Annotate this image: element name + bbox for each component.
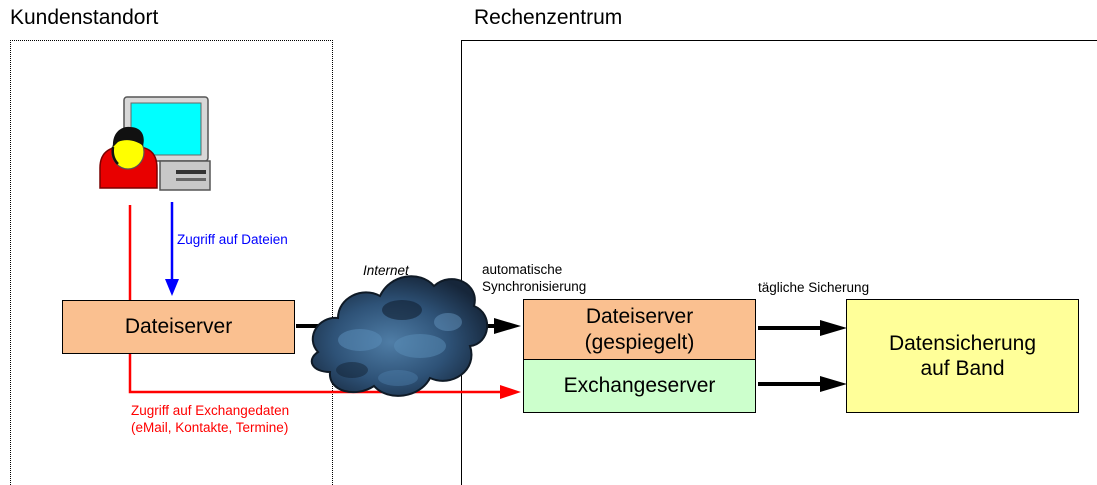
- local-fileserver-box: Dateiserver: [62, 300, 295, 354]
- user-at-computer-icon: [99, 96, 211, 191]
- file-access-arrow: [165, 202, 179, 296]
- exchange-access-label-line1: Zugriff auf Exchangedaten: [131, 403, 290, 418]
- backup-arrow-fileserver: [758, 320, 847, 336]
- tape-backup-label-line2: auf Band: [920, 357, 1005, 380]
- datacenter-frame: [461, 40, 1097, 485]
- mirrored-fileserver-label-line1: Dateiserver: [585, 305, 694, 329]
- sync-label-line1: automatische: [482, 262, 563, 277]
- sync-label-line2: Synchronisierung: [482, 278, 587, 294]
- local-fileserver-label: Dateiserver: [124, 315, 233, 339]
- file-access-label: Zugriff auf Dateien: [177, 232, 288, 247]
- sync-label: automatische Synchronisierung: [482, 262, 586, 296]
- backup-arrow-exchange: [758, 376, 847, 392]
- exchange-server-box: Exchangeserver: [523, 359, 756, 413]
- internet-label: Internet: [363, 263, 409, 278]
- tape-backup-box: Datensicherung auf Band: [846, 299, 1079, 413]
- exchange-access-label-line2: (eMail, Kontakte, Termine): [131, 419, 289, 435]
- tape-backup-label-line1: Datensicherung: [888, 331, 1037, 355]
- mirrored-fileserver-box: Dateiserver (gespiegelt): [523, 299, 756, 360]
- exchange-server-label: Exchangeserver: [563, 374, 716, 398]
- exchange-access-arrow: [128, 205, 521, 399]
- mirrored-fileserver-label-line2: (gespiegelt): [584, 330, 695, 354]
- customer-site-frame: [10, 40, 333, 485]
- internet-cloud-icon: [310, 275, 489, 397]
- zone-title-datacenter: Rechenzentrum: [474, 6, 623, 29]
- zone-title-customer: Kundenstandort: [10, 6, 159, 29]
- daily-backup-label: tägliche Sicherung: [758, 280, 870, 295]
- exchange-access-label: Zugriff auf Exchangedaten (eMail, Kontak…: [131, 403, 289, 437]
